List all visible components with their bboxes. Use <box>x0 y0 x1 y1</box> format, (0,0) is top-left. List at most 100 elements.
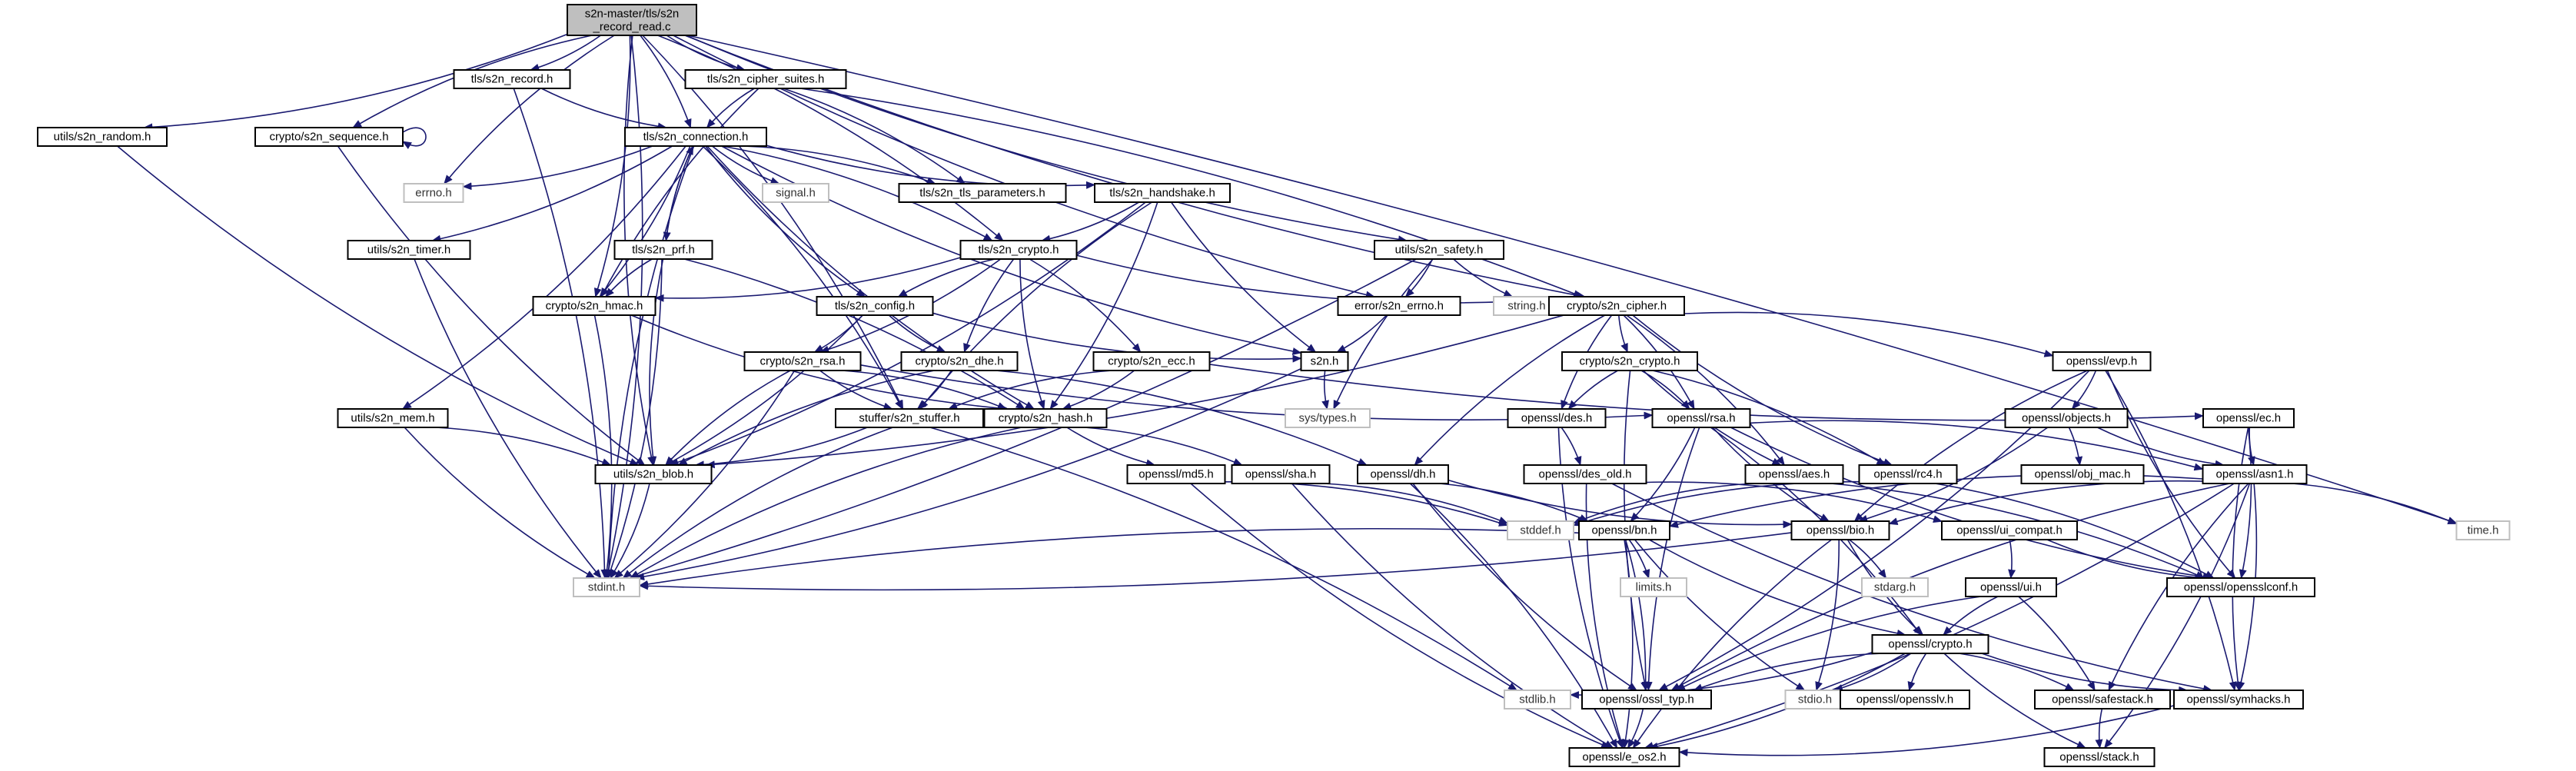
node-openssl-e-os2[interactable]: openssl/e_os2.h <box>1568 747 1680 767</box>
edge-openssl-evp-to-openssl-symhacks <box>2105 370 2237 691</box>
node-crypto-hmac[interactable]: crypto/s2n_hmac.h <box>532 296 656 316</box>
node-utils-mem[interactable]: utils/s2n_mem.h <box>337 408 449 428</box>
edge-openssl-symhacks-to-openssl-e-os2 <box>1678 705 2175 757</box>
edge-openssl-ui-to-openssl-safestack <box>2018 596 2096 691</box>
node-label: stdio.h <box>1798 693 1832 706</box>
edge-openssl-asn1-to-time <box>2292 483 2458 525</box>
node-openssl-bn[interactable]: openssl/bn.h <box>1578 520 1670 540</box>
node-crypto-cipher[interactable]: crypto/s2n_cipher.h <box>1548 296 1685 316</box>
node-box <box>1357 464 1449 484</box>
node-s2n-h[interactable]: s2n.h <box>1300 351 1349 371</box>
node-openssl-obj-mac[interactable]: openssl/obj_mac.h <box>2020 464 2145 484</box>
node-box <box>1790 520 1890 540</box>
edge-openssl-rsa-to-openssl-ossl-typ <box>1644 427 1700 691</box>
edge-crypto-rsa-to-utils-blob <box>665 370 791 466</box>
edge-openssl-ui-compat-to-openssl-ui <box>2008 539 2016 579</box>
node-openssl-objects[interactable]: openssl/objects.h <box>2004 408 2129 428</box>
node-crypto-sequence[interactable]: crypto/s2n_sequence.h <box>254 127 404 147</box>
node-stuffer[interactable]: stuffer/s2n_stuffer.h <box>835 408 984 428</box>
node-crypto-crypto[interactable]: crypto/s2n_crypto.h <box>1561 351 1698 371</box>
node-box <box>1231 464 1331 484</box>
node-utils-blob[interactable]: utils/s2n_blob.h <box>594 464 713 484</box>
node-openssl-ec[interactable]: openssl/ec.h <box>2202 408 2295 428</box>
node-openssl-rc4[interactable]: openssl/rc4.h <box>1858 464 1958 484</box>
node-limits: limits.h <box>1620 577 1687 597</box>
node-box <box>337 408 449 428</box>
edge-openssl-ossl-typ-to-openssl-e-os2 <box>1627 708 1644 749</box>
node-tls-crypto[interactable]: tls/s2n_crypto.h <box>959 240 1078 260</box>
node-label: tls/s2n_connection.h <box>643 131 749 144</box>
node-label: tls/s2n_cipher_suites.h <box>707 73 825 86</box>
node-error-errno[interactable]: error/s2n_errno.h <box>1337 296 1461 316</box>
node-openssl-stack[interactable]: openssl/stack.h <box>2043 747 2156 767</box>
node-tls-parameters[interactable]: tls/s2n_tls_parameters.h <box>898 183 1067 203</box>
node-utils-random[interactable]: utils/s2n_random.h <box>37 127 168 147</box>
edge-openssl-bio-to-stdint <box>639 532 1792 591</box>
node-box <box>743 351 862 371</box>
node-tls-cipher-suites[interactable]: tls/s2n_cipher_suites.h <box>684 69 847 89</box>
edge-tls-config-to-crypto-dhe <box>888 314 946 353</box>
node-openssl-symhacks[interactable]: openssl/symhacks.h <box>2173 690 2304 710</box>
node-tls-config[interactable]: tls/s2n_config.h <box>816 296 934 316</box>
node-openssl-rsa[interactable]: openssl/rsa.h <box>1651 408 1751 428</box>
node-openssl-ui[interactable]: openssl/ui.h <box>1965 577 2057 597</box>
node-openssl-crypto[interactable]: openssl/crypto.h <box>1871 634 1989 654</box>
node-label: sys/types.h <box>1298 412 1356 425</box>
node-label: openssl/des.h <box>1521 412 1593 425</box>
node-label: openssl/obj_mac.h <box>2034 468 2130 481</box>
edge-utils-mem-to-stdint <box>404 427 596 579</box>
node-root[interactable]: s2n-master/tls/s2n_record_read.c <box>567 4 697 36</box>
node-crypto-hash[interactable]: crypto/s2n_hash.h <box>983 408 1108 428</box>
edge-root-to-tls-connection <box>640 35 692 128</box>
edge-crypto-cipher-to-openssl-aes <box>1626 314 1785 466</box>
node-box <box>762 183 829 203</box>
node-openssl-evp[interactable]: openssl/evp.h <box>2052 351 2152 371</box>
node-label: openssl/symhacks.h <box>2186 693 2290 706</box>
node-tls-record[interactable]: tls/s2n_record.h <box>453 69 571 89</box>
node-box <box>1965 577 2057 597</box>
node-utils-safety[interactable]: utils/s2n_safety.h <box>1374 240 1504 260</box>
node-openssl-asn1[interactable]: openssl/asn1.h <box>2202 464 2308 484</box>
node-openssl-opensslconf[interactable]: openssl/opensslconf.h <box>2166 577 2315 597</box>
edge-openssl-bio-to-stdarg <box>1849 539 1887 579</box>
edge-openssl-dh-to-openssl-bio <box>1448 479 1793 529</box>
node-tls-connection[interactable]: tls/s2n_connection.h <box>624 127 767 147</box>
edge-openssl-bn-to-openssl-e-os2 <box>1621 539 1634 749</box>
node-label: errno.h <box>415 187 452 200</box>
edge-crypto-hmac-to-stdint <box>593 314 613 579</box>
node-crypto-ecc[interactable]: crypto/s2n_ecc.h <box>1092 351 1211 371</box>
node-openssl-ui-compat[interactable]: openssl/ui_compat.h <box>1941 520 2078 540</box>
node-box <box>573 577 640 597</box>
edge-crypto-cipher-to-openssl-rc4 <box>1632 314 1893 466</box>
node-openssl-bio[interactable]: openssl/bio.h <box>1790 520 1890 540</box>
edge-tls-prf-to-crypto-hash <box>683 258 1025 410</box>
node-box <box>1840 690 1970 710</box>
node-crypto-dhe[interactable]: crypto/s2n_dhe.h <box>900 351 1019 371</box>
node-openssl-sha[interactable]: openssl/sha.h <box>1231 464 1331 484</box>
node-tls-prf[interactable]: tls/s2n_prf.h <box>613 240 713 260</box>
edge-openssl-md5-to-stddef <box>1225 480 1508 527</box>
node-crypto-rsa[interactable]: crypto/s2n_rsa.h <box>743 351 862 371</box>
node-openssl-des[interactable]: openssl/des.h <box>1507 408 1607 428</box>
edge-root-to-utils-random <box>143 33 568 131</box>
node-box <box>1784 690 1846 710</box>
node-box <box>898 183 1067 203</box>
node-box <box>1504 690 1571 710</box>
node-openssl-safestack[interactable]: openssl/safestack.h <box>2034 690 2171 710</box>
node-openssl-opensslv[interactable]: openssl/opensslv.h <box>1840 690 1970 710</box>
node-openssl-md5[interactable]: openssl/md5.h <box>1126 464 1226 484</box>
node-openssl-des-old[interactable]: openssl/des_old.h <box>1523 464 1647 484</box>
edge-tls-prf-to-crypto-hmac <box>605 258 653 297</box>
node-label: crypto/s2n_hash.h <box>999 412 1093 425</box>
node-openssl-ossl-typ[interactable]: openssl/ossl_typ.h <box>1581 690 1712 710</box>
edge-tls-connection-to-tls-crypto <box>722 145 993 241</box>
edge-openssl-safestack-to-openssl-stack <box>2095 708 2103 749</box>
edge-openssl-des-old-to-openssl-e-os2 <box>1585 483 1624 749</box>
node-box <box>1548 296 1685 316</box>
edge-openssl-asn1-to-openssl-bio <box>1888 480 2203 526</box>
node-openssl-aes[interactable]: openssl/aes.h <box>1744 464 1844 484</box>
node-tls-handshake[interactable]: tls/s2n_handshake.h <box>1094 183 1231 203</box>
node-utils-timer[interactable]: utils/s2n_timer.h <box>347 240 471 260</box>
node-openssl-dh[interactable]: openssl/dh.h <box>1357 464 1449 484</box>
